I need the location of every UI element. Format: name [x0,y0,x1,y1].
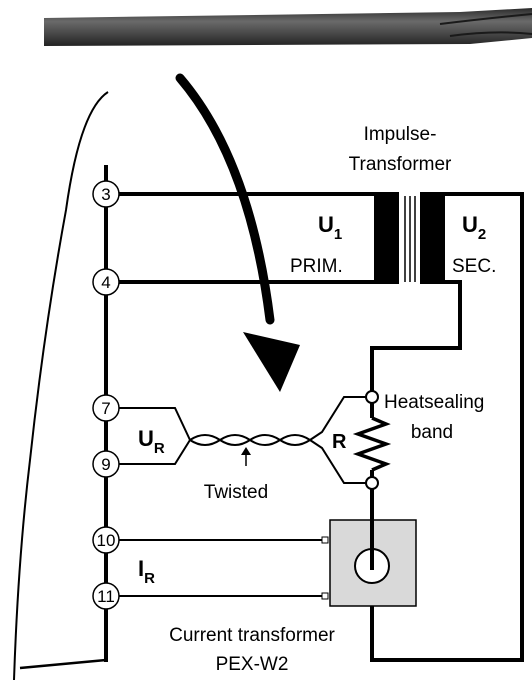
primary-voltage-label: U1 [318,212,342,243]
primary-label: PRIM. [290,256,343,277]
band-voltage-label: UR [138,426,165,457]
twisted-pointer-arrow [241,447,251,466]
secondary-wire-bottom [370,280,462,397]
svg-text:9: 9 [101,455,110,474]
current-transformer-label-line1: Current transformer [169,625,335,646]
heatsealing-label-line1: Heatsealing [384,392,484,413]
terminal-11: 11 [92,582,120,610]
transformer-title-line2: Transformer [349,154,452,175]
svg-text:4: 4 [101,273,110,292]
current-transformer-label-line2: PEX-W2 [216,654,289,675]
heatsealing-label-line2: band [411,422,453,443]
secondary-wire-top [370,192,524,662]
transformer-title-line1: Impulse- [364,124,437,145]
housing-bottom [19,658,107,670]
current-label: IR [138,556,155,587]
terminal-9: 9 [92,450,120,478]
primary-winding [374,192,399,284]
terminal-3: 3 [92,180,120,208]
svg-text:7: 7 [101,399,110,418]
ct-terminal-top [321,536,329,544]
twisted-leads [118,396,366,484]
tap-point-top [365,390,379,404]
svg-text:10: 10 [97,531,116,550]
heatsealing-resistor [352,403,392,478]
terminal-4: 4 [92,268,120,296]
housing-outline [13,91,109,681]
secondary-winding [420,192,445,284]
secondary-voltage-label: U2 [462,212,486,243]
terminal-10: 10 [92,526,120,554]
tap-point-bottom [365,476,379,490]
terminal-7: 7 [92,394,120,422]
resistor-label: R [332,431,347,453]
insertion-arrow [175,73,300,392]
twisted-label: Twisted [204,482,268,503]
secondary-label: SEC. [452,256,496,277]
ct-terminal-bottom [321,592,329,600]
svg-text:3: 3 [101,185,110,204]
svg-text:11: 11 [97,587,115,606]
cable-photo [44,8,532,46]
